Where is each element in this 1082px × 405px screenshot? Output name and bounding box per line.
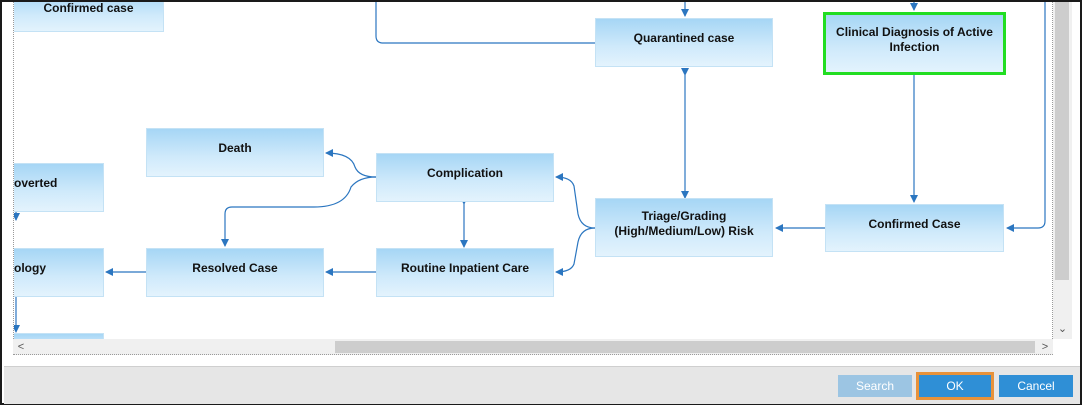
node-label: Confirmed Case [868, 216, 961, 231]
edge-triage-to-routine [555, 227, 596, 276]
horizontal-scrollbar[interactable]: < > [13, 339, 1053, 355]
node-label: Death [218, 141, 252, 155]
node-label: Confirmed case [43, 2, 134, 15]
dialog-footer: Search OK Cancel [4, 366, 1080, 404]
node-label: Complication [426, 166, 503, 180]
node-clinical-diagnosis[interactable]: Clinical Diagnosis of Active Infection [823, 12, 1006, 75]
scroll-left-arrow-icon[interactable]: < [17, 341, 25, 353]
flow-edges [14, 2, 1046, 333]
scroll-right-arrow-icon[interactable]: > [1041, 341, 1049, 353]
flow-diagram-canvas[interactable]: Confirmed case Quarantined case Clinical… [13, 2, 1053, 339]
node-routine-inpatient-care[interactable]: Routine Inpatient Care [376, 248, 554, 297]
edge-complication-to-death [325, 149, 377, 178]
node-confirmed-case-top[interactable]: Confirmed case [14, 2, 164, 32]
horizontal-scroll-thumb[interactable] [335, 341, 1035, 353]
cancel-button[interactable]: Cancel [999, 375, 1073, 397]
node-quarantined-case[interactable]: Quarantined case [595, 18, 773, 67]
node-label: Triage/Grading (High/Medium/Low) Risk [614, 208, 754, 238]
node-complication[interactable]: Complication [376, 153, 554, 202]
node-label: Quarantined case [633, 31, 735, 45]
edge-left-to-quarantined [375, 2, 595, 44]
node-label: Clinical Diagnosis of Active Infection [836, 24, 993, 54]
edge-triage-to-complication [555, 173, 596, 229]
scroll-down-arrow-icon[interactable]: ⌄ [1057, 323, 1068, 335]
node-label: ology [14, 261, 46, 275]
edge-complication-to-resolved [221, 176, 377, 247]
ok-button[interactable]: OK [916, 372, 994, 400]
node-converted[interactable]: overted [14, 163, 104, 212]
node-label: Routine Inpatient Care [400, 261, 529, 275]
edge-right-to-confirmed [1006, 2, 1046, 232]
search-button[interactable]: Search [838, 375, 912, 397]
node-confirmed-case[interactable]: Confirmed Case [825, 204, 1004, 252]
node-label: Resolved Case [192, 261, 278, 275]
node-triage[interactable]: Triage/Grading (High/Medium/Low) Risk [595, 198, 773, 257]
node-label: overted [14, 176, 58, 190]
vertical-scrollbar[interactable]: ⌄ [1053, 2, 1072, 339]
ok-button-label: OK [919, 375, 991, 397]
node-bottom-left-cut[interactable] [14, 333, 104, 339]
node-pathology[interactable]: ology [14, 248, 104, 297]
vertical-scroll-thumb[interactable] [1055, 2, 1069, 280]
node-death[interactable]: Death [146, 128, 324, 177]
node-resolved-case[interactable]: Resolved Case [146, 248, 324, 297]
